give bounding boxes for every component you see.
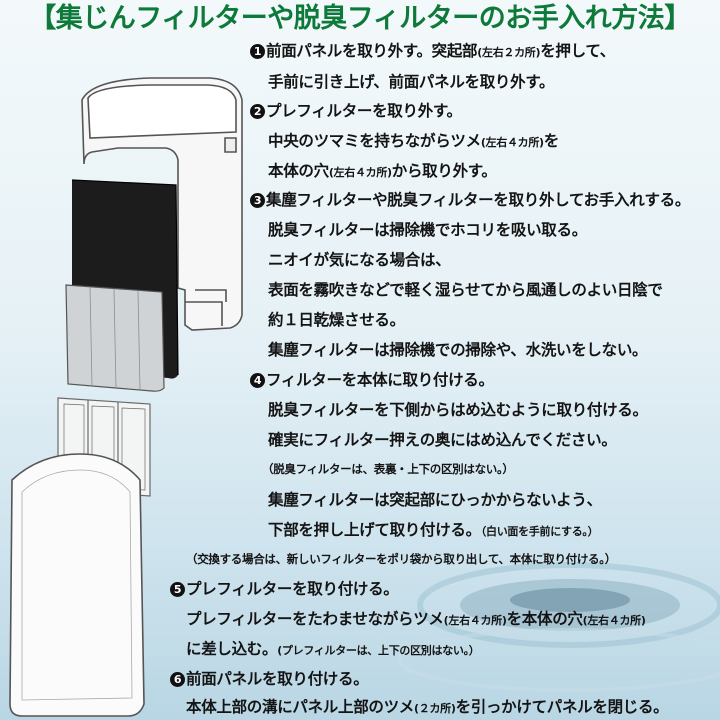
step-number: 2 xyxy=(250,104,265,119)
step-number: 3 xyxy=(250,193,265,208)
step-3-line: 集塵フィルターは掃除機での掃除や、水洗いをしない。 xyxy=(268,341,648,359)
step-3-line: 約１日乾燥させる。 xyxy=(268,311,405,329)
step-5-line: プレフィルターをたわませながらツメ(左右４カ所)を本体の穴(左右４カ所) xyxy=(186,610,646,628)
step-4-line: 集塵フィルターは突起部にひっかからないよう、 xyxy=(268,491,602,509)
page-title: 【集じんフィルターや脱臭フィルターのお手入れ方法】 xyxy=(29,3,691,34)
step-2-line: 本体の穴(左右４カ所)から取り外す。 xyxy=(268,162,497,180)
step-number: 1 xyxy=(250,44,265,59)
water-ripple-decoration xyxy=(398,562,720,692)
step-5-line: に差し込む。(プレフィルターは、上下の区別はない。） xyxy=(186,640,480,658)
step-number: 5 xyxy=(170,582,185,597)
step-4-note: （交換する場合は、新しいフィルターをポリ袋から取り出して、本体に取り付ける。） xyxy=(186,552,616,566)
dust-collection-filter xyxy=(65,284,165,392)
step-4-line: 下部を押し上げて取り付ける。（白い面を手前にする。） xyxy=(268,521,599,539)
step-1-line: 手前に引き上げ、前面パネルを取り外す。 xyxy=(268,73,555,91)
step-4-note: （脱臭フィルターは、表裏・上下の区別はない。） xyxy=(262,462,514,476)
purifier-body xyxy=(81,77,243,331)
step-3-line: ニオイが気になる場合は、 xyxy=(268,251,451,269)
step-3-line: 脱臭フィルターは掃除機でホコリを吸い取る。 xyxy=(268,221,587,239)
step-number: 4 xyxy=(250,373,265,388)
step-4-line: 確実にフィルター押えの奥にはめ込んでください。 xyxy=(268,431,617,449)
step-3-line: 表面を霧吹きなどで軽く湿らせてから風通しのよい日陰で xyxy=(268,281,663,299)
air-purifier-illustration xyxy=(9,77,243,717)
step-6-line: 本体上部の溝にパネル上部のツメ(２カ所)を引っかけてパネルを閉じる。 xyxy=(186,698,669,716)
step-number: 6 xyxy=(170,672,185,687)
step-4-line: 脱臭フィルターを下側からはめ込むように取り付ける。 xyxy=(268,401,648,419)
step-2-line: 中央のツマミを持ちながらツメ(左右４カ所)を xyxy=(268,132,559,150)
front-panel xyxy=(9,453,145,717)
